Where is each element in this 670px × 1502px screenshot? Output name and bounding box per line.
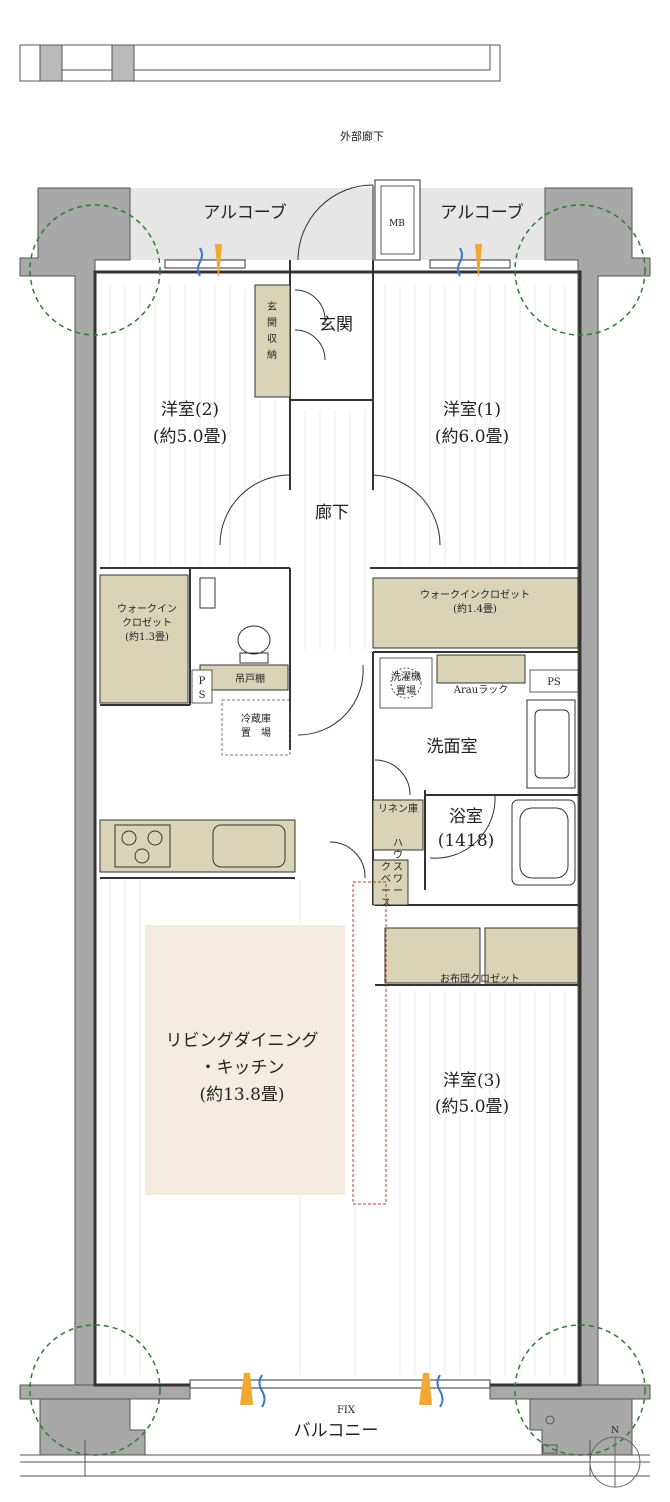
sliding-divider (352, 881, 387, 1205)
toilet (199, 577, 271, 664)
window-markers-top (197, 244, 482, 277)
room2-size: (約5.0畳) (153, 427, 227, 447)
hanging-shelf-label: 吊戸棚 (235, 672, 265, 685)
washer-line-0: 洗濯機 (391, 670, 421, 683)
washbasin (526, 699, 576, 789)
alcove-left-label: アルコーブ (203, 202, 286, 223)
window-markers-bottom (240, 1373, 444, 1408)
room3-size: (約5.0畳) (435, 1097, 509, 1117)
north-compass-icon (589, 1436, 641, 1488)
kitchen-fixtures (114, 824, 286, 868)
entrance-label: 玄関 (319, 315, 353, 335)
room3-name: 洋室(3) (443, 1071, 501, 1091)
house-work-char-4: ー (393, 886, 403, 897)
mb-box (374, 179, 421, 261)
ldk-line1: リビングダイニング (166, 1031, 319, 1051)
wic-right-line-0: ウォークインクロゼット (420, 589, 530, 601)
windows-bottom (189, 1379, 491, 1389)
futon-closet-label: お布団クロゼット (440, 973, 520, 985)
arau-rack-label: Arauラック (453, 684, 508, 696)
house-work-char-2: ス (393, 862, 403, 873)
entrance-storage-label-3: 納 (267, 348, 277, 361)
house-work-char-7: ー (381, 886, 391, 897)
room2-name: 洋室(2) (161, 400, 219, 420)
hallway-label: 廊下 (315, 503, 349, 523)
storage-areas (99, 284, 579, 984)
washroom-label: 洗面室 (427, 737, 478, 757)
washer-place (379, 657, 433, 709)
house-work-char-5: ク (381, 861, 391, 873)
structural-walls (19, 187, 651, 1456)
washer-line-1: 置場 (396, 684, 416, 697)
alcove-right-label: アルコーブ (440, 202, 523, 223)
ldk-size: (約13.8畳) (199, 1085, 284, 1105)
bath-name: 浴室 (449, 807, 483, 827)
wic-right-line-1: (約1.4畳) (453, 602, 497, 615)
interior-walls (93, 260, 582, 1387)
ps-right-box (529, 669, 579, 693)
entrance-storage-label-2: 収 (267, 333, 277, 345)
bath-size: (1418) (438, 831, 495, 851)
house-work-char-3: ワ (393, 874, 403, 885)
wic-left-line-2: (約1.3畳) (125, 630, 169, 643)
wic-left-line-0: ウォークイン (117, 603, 177, 615)
wic-left-line-1: クロゼット (122, 617, 172, 629)
room1-size: (約6.0畳) (435, 427, 509, 447)
neighbor-building-outline (19, 44, 501, 82)
ldk-highlight (145, 925, 345, 1195)
alcove-left-area (130, 188, 375, 260)
bathtub (511, 799, 576, 886)
ldk-line2: ・キッチン (200, 1058, 285, 1078)
ps-left-line-1: S (199, 690, 206, 701)
ps-left-box (191, 669, 213, 704)
house-work-char-1: ウ (393, 849, 403, 861)
mb-label: MB (389, 219, 405, 229)
house-work-char-8: ス (381, 898, 391, 909)
balcony-outline (20, 1415, 650, 1477)
ps-right-label: PS (547, 677, 561, 688)
house-work-char-0: ハ (393, 838, 403, 849)
house-work-label: ハ ウ ス ワ ー ク ベ ー ス (381, 838, 403, 909)
fridge-space (221, 699, 291, 756)
ps-left-line-0: P (199, 676, 206, 687)
windows-top (164, 259, 511, 269)
room1-name: 洋室(1) (443, 400, 501, 420)
fix-label: FIX (337, 1405, 356, 1416)
balcony-label: バルコニー (294, 1421, 379, 1441)
entrance-storage-label-0: 玄 (267, 300, 277, 313)
door-swings (219, 184, 496, 879)
north-label: N (611, 1426, 619, 1436)
fridge-line-1: 置 場 (241, 726, 271, 739)
linen-label: リネン庫 (378, 802, 418, 815)
alcove-right-area (420, 188, 545, 260)
entrance-storage-label-1: 関 (267, 317, 277, 329)
house-work-char-6: ベ (381, 873, 391, 885)
fridge-line-0: 冷蔵庫 (241, 712, 271, 725)
corridor-label: 外部廊下 (340, 129, 384, 143)
